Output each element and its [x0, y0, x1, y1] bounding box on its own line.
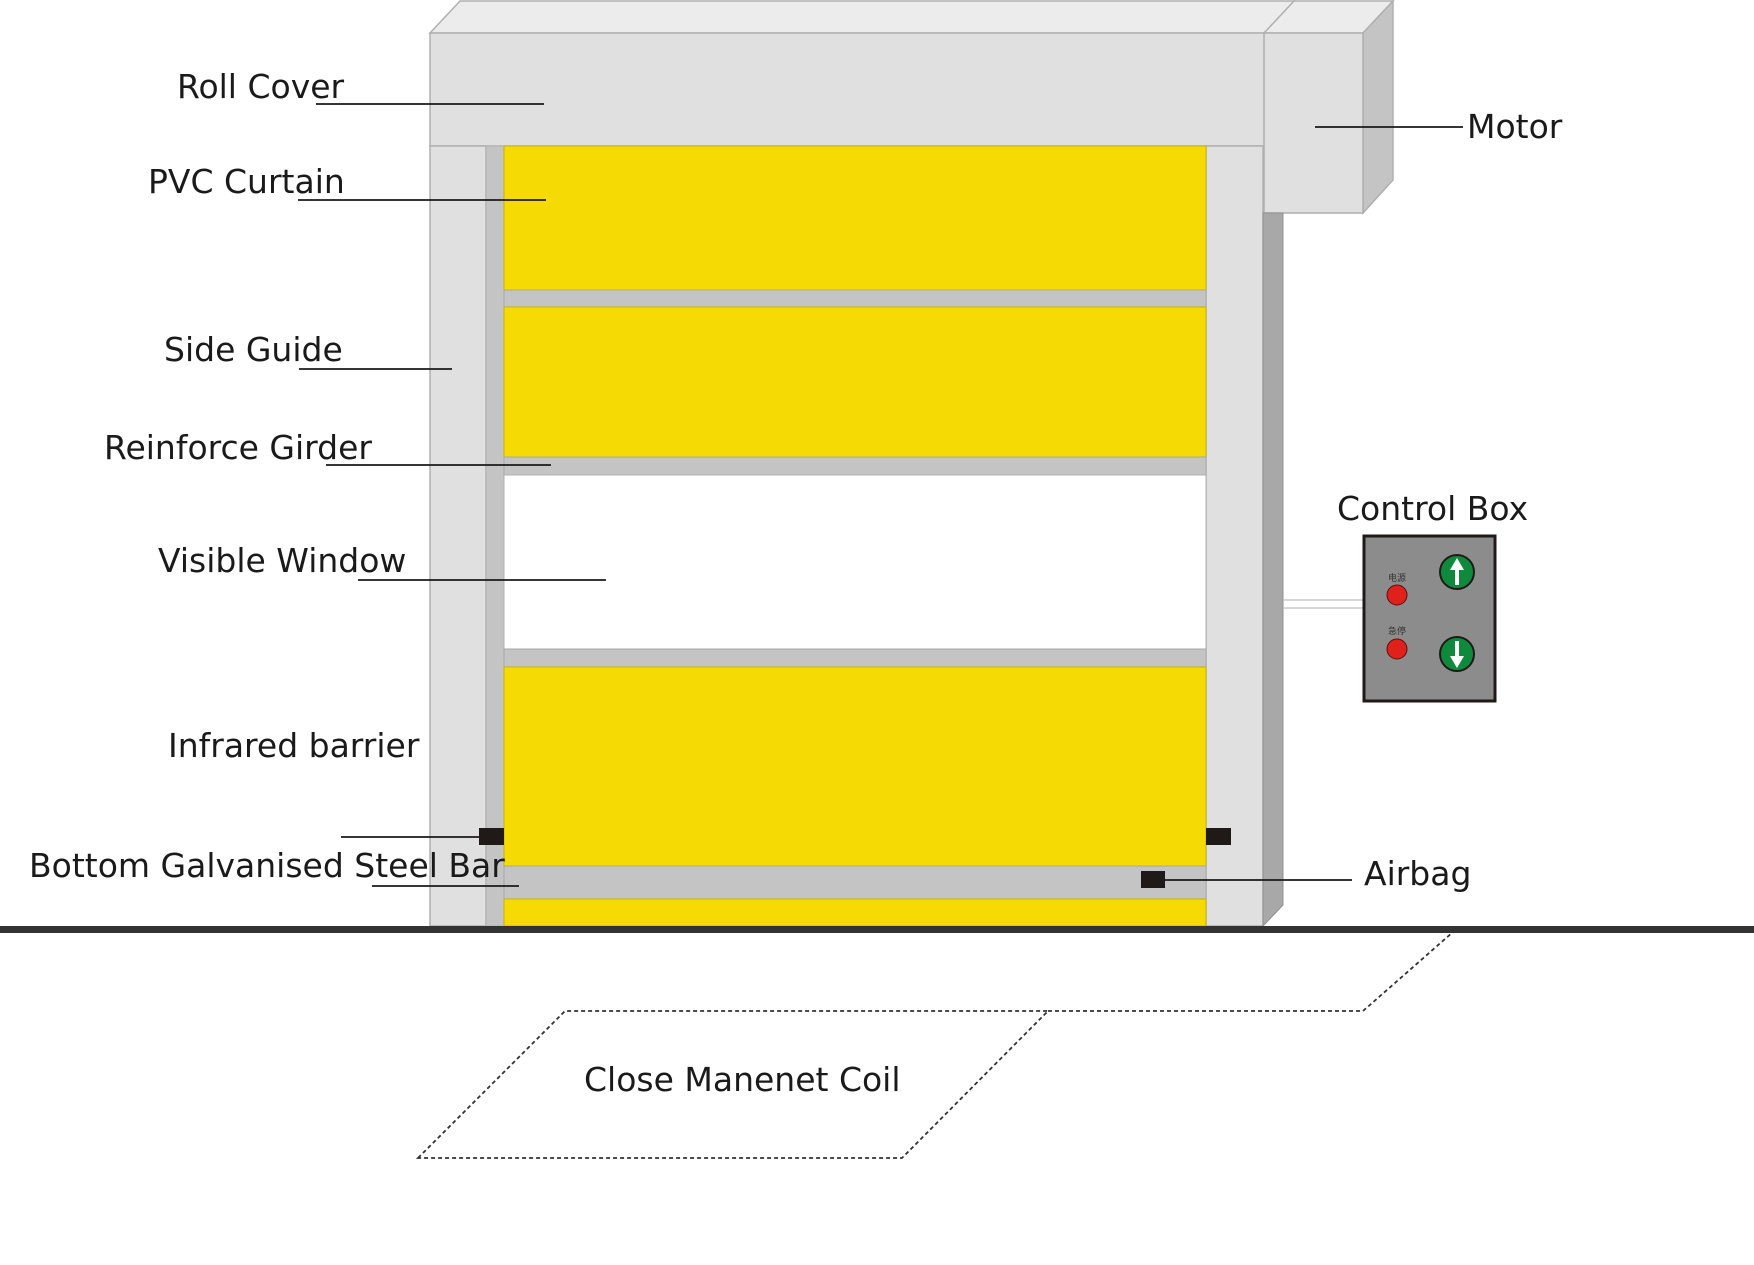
label-control-box: Control Box — [1337, 489, 1528, 528]
label-reinforce-girder: Reinforce Girder — [104, 428, 372, 467]
infrared-sensor-left — [479, 828, 504, 845]
down-button[interactable] — [1439, 636, 1475, 672]
reinforce-girder-1 — [503, 289, 1207, 308]
reinforce-girder-3 — [503, 648, 1207, 668]
leader-lines — [298, 103, 1463, 887]
label-roll-cover: Roll Cover — [177, 67, 345, 106]
label-airbag: Airbag — [1364, 854, 1471, 893]
label-infrared-barrier: Infrared barrier — [168, 726, 420, 765]
airbag-sensor — [1141, 871, 1165, 888]
visible-window — [503, 474, 1207, 650]
infrared-sensor-right — [1206, 828, 1231, 845]
motor — [1262, 0, 1395, 215]
roll-cover — [428, 0, 1297, 147]
up-button[interactable] — [1439, 554, 1475, 590]
label-motor: Motor — [1467, 107, 1563, 146]
emergency-stop-label: 急停 — [1388, 625, 1406, 637]
right-side-guide — [1205, 145, 1284, 928]
arrow-up-icon — [1450, 558, 1464, 585]
power-indicator-label: 电源 — [1388, 572, 1406, 584]
arrow-down-icon — [1450, 641, 1464, 668]
power-indicator-light — [1386, 584, 1408, 606]
reinforce-girder-2 — [503, 456, 1207, 476]
label-side-guide: Side Guide — [164, 330, 343, 369]
ground-line — [0, 926, 1754, 933]
curtain — [503, 145, 1207, 927]
pvc-curtain-panel-4 — [503, 898, 1207, 927]
label-bottom-steel-bar: Bottom Galvanised Steel Bar — [29, 846, 505, 885]
pvc-curtain-panel-2 — [503, 306, 1207, 458]
emergency-stop-button[interactable] — [1386, 638, 1408, 660]
label-close-coil: Close Manenet Coil — [584, 1060, 901, 1099]
left-side-guide — [429, 145, 505, 927]
close-magnet-coil — [415, 931, 1454, 1159]
control-box: 电源 急停 — [1283, 534, 1497, 703]
label-visible-window: Visible Window — [158, 541, 406, 580]
pvc-curtain-panel-1 — [503, 145, 1207, 291]
label-pvc-curtain: PVC Curtain — [148, 162, 345, 201]
bottom-galvanised-steel-bar — [503, 865, 1207, 900]
pvc-curtain-panel-3 — [503, 666, 1207, 867]
